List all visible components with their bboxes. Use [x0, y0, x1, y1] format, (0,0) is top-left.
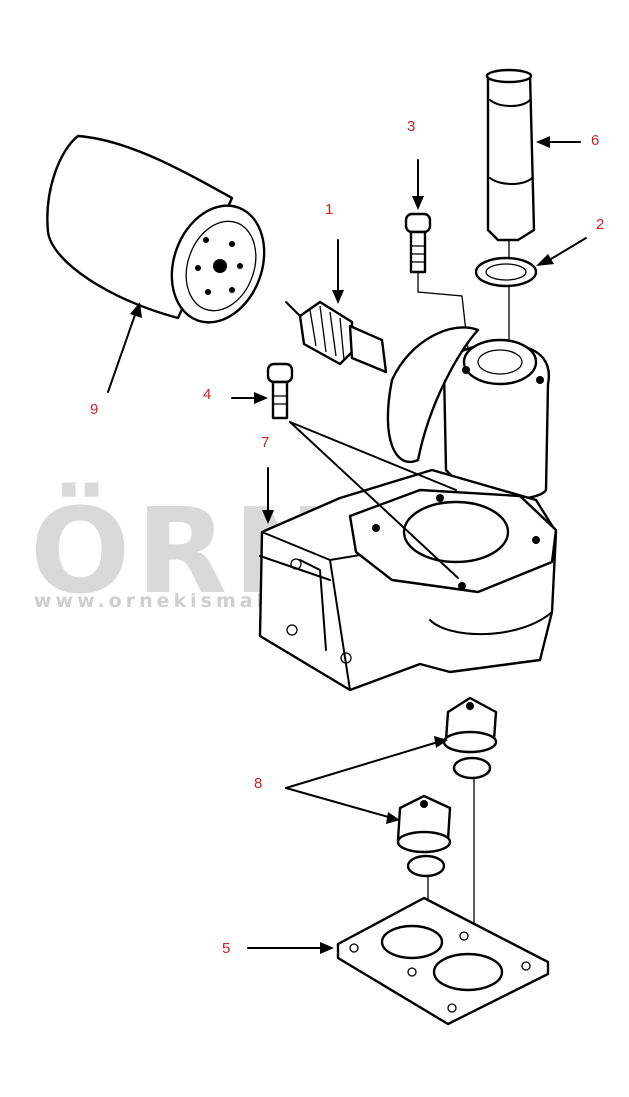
pipe: [485, 68, 536, 242]
arrow-8-b: [285, 787, 393, 819]
o-ring: [474, 256, 538, 288]
thermostat-upper: [442, 696, 498, 780]
gasket-plate: [336, 896, 550, 1026]
fitting: [285, 300, 388, 374]
label-part-6: 6: [591, 132, 599, 149]
bolt-4: [266, 362, 294, 420]
label-part-9: 9: [90, 401, 98, 418]
arrow-9: [107, 311, 137, 393]
arrow-2: [545, 237, 587, 263]
bolt-3: [404, 212, 469, 351]
label-part-2: 2: [596, 216, 604, 233]
label-part-8: 8: [254, 775, 262, 792]
label-part-4: 4: [203, 386, 211, 403]
thermostat-lower: [396, 794, 452, 878]
leader-arrows: [107, 136, 587, 954]
label-part-7: 7: [261, 434, 269, 451]
housing: [258, 326, 558, 692]
oil-filter: [46, 134, 266, 324]
part-labels: 1 2 3 4 5 6 7 8 9: [90, 118, 604, 957]
arrow-8-a: [285, 741, 439, 789]
label-part-3: 3: [407, 118, 415, 135]
label-part-1: 1: [325, 201, 333, 218]
arrow-7-a: [289, 421, 457, 491]
arrow-7-b: [289, 421, 459, 579]
label-part-5: 5: [222, 940, 230, 957]
